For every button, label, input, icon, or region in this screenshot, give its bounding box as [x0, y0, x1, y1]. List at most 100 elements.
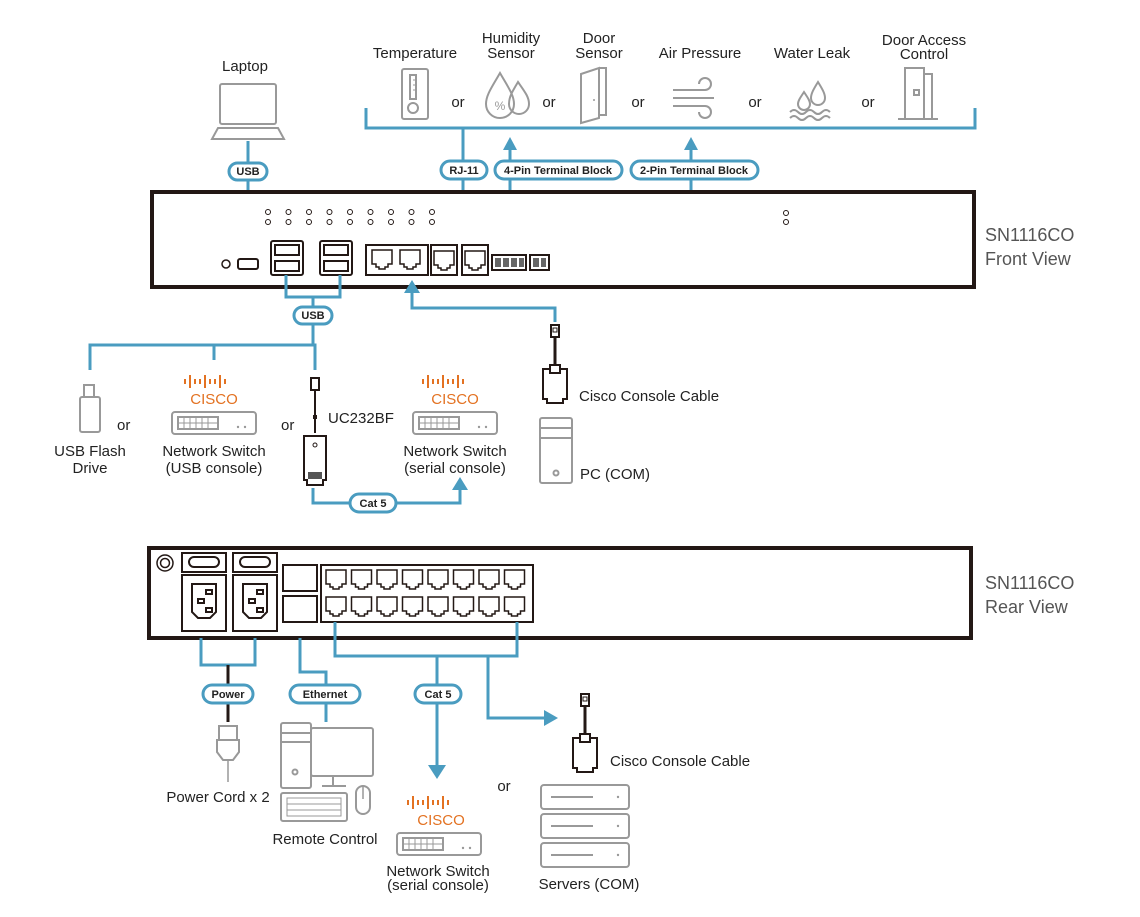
led-indicator — [306, 219, 312, 225]
pill-4pin: 4-Pin Terminal Block — [493, 159, 624, 181]
svg-text:Cat 5: Cat 5 — [425, 689, 452, 701]
label-humidity-line1: Humidity — [482, 30, 541, 47]
pill-rj11: RJ-11 — [439, 159, 489, 181]
label-uc232bf: UC232BF — [328, 410, 394, 427]
label-switch-serial-rear-line1: Network Switch — [386, 863, 489, 880]
cisco-logo-text-3: CISCO — [417, 812, 465, 829]
label-switch-serial-front-line2: (serial console) — [404, 460, 506, 477]
or-1: or — [451, 94, 464, 111]
power-inlet-1 — [181, 574, 227, 632]
cisco-logo-bars-2 — [422, 375, 464, 388]
label-servers: Servers (COM) — [539, 876, 640, 893]
led-indicator — [429, 209, 435, 215]
svg-text:Cat 5: Cat 5 — [360, 498, 387, 510]
label-switch-usb-line2: (USB console) — [166, 460, 263, 477]
laptop-icon — [210, 83, 286, 140]
led-grid — [265, 209, 435, 225]
terminal-2pin — [529, 254, 550, 271]
svg-text:RJ-11: RJ-11 — [449, 165, 478, 177]
led-indicator — [367, 209, 374, 215]
label-usb-flash-line1: USB Flash — [54, 443, 126, 460]
label-switch-serial-rear-line2: (serial console) — [387, 877, 489, 894]
rear-cat5-link — [333, 622, 558, 779]
console-cable-icon-rear — [571, 692, 599, 774]
pill-power: Power — [201, 683, 255, 705]
cisco-logo-bars-3 — [407, 796, 449, 809]
network-switch-icon-serial-rear — [396, 832, 482, 856]
label-console-cable-front: Cisco Console Cable — [579, 388, 719, 405]
network-switch-icon-usb — [171, 411, 257, 435]
svg-text:4-Pin Terminal Block: 4-Pin Terminal Block — [504, 165, 613, 177]
console-cable-icon-front — [541, 323, 569, 405]
label-door-line1: Door — [583, 30, 616, 47]
cisco-logo-text-2: CISCO — [431, 391, 479, 408]
cisco-logo-bars-1 — [184, 375, 226, 388]
network-switch-icon-serial-front — [412, 411, 498, 435]
rear-model: SN1116CO — [985, 573, 1074, 593]
led-indicator — [326, 219, 333, 225]
label-pc-com: PC (COM) — [580, 466, 650, 483]
rj11-ports — [430, 244, 489, 276]
svg-text:Ethernet: Ethernet — [303, 689, 348, 701]
pill-cat5-rear: Cat 5 — [413, 683, 463, 705]
svg-text:2-Pin Terminal Block: 2-Pin Terminal Block — [640, 165, 749, 177]
label-console-cable-rear: Cisco Console Cable — [610, 753, 750, 770]
rear-power-link — [199, 638, 257, 722]
label-door-line2: Sensor — [575, 45, 623, 62]
or-front-1: or — [117, 417, 130, 434]
power-switch-1 — [181, 552, 227, 573]
led-indicator — [265, 219, 271, 225]
label-remote-control: Remote Control — [272, 831, 377, 848]
led-indicator — [367, 219, 374, 225]
pc-tower-icon — [539, 417, 573, 484]
lan-port-1 — [282, 564, 318, 592]
pill-usb-front: USB — [292, 305, 334, 326]
thermometer-icon — [401, 68, 429, 120]
front-model: SN1116CO — [985, 225, 1074, 245]
cisco-logo-text-1: CISCO — [190, 391, 238, 408]
label-switch-serial-front-line1: Network Switch — [403, 443, 506, 460]
hdmi-port — [237, 258, 259, 270]
label-water-leak: Water Leak — [774, 45, 851, 62]
pill-cat5-front: Cat 5 — [348, 492, 398, 514]
label-temperature: Temperature — [373, 45, 457, 62]
door-access-icon — [898, 67, 938, 120]
front-panel — [150, 190, 976, 289]
pill-2pin: 2-Pin Terminal Block — [629, 159, 760, 181]
svg-text:Power: Power — [211, 689, 245, 701]
reset-button — [221, 259, 231, 269]
serial-port-block — [320, 564, 534, 623]
sensor-bus — [364, 108, 977, 130]
or-2: or — [542, 94, 555, 111]
label-power-cord: Power Cord x 2 — [166, 789, 269, 806]
led-indicator — [388, 219, 394, 225]
led-indicator — [306, 209, 312, 215]
desktop-computer-icon — [280, 722, 374, 822]
led-indicator — [285, 209, 292, 215]
led-indicator — [388, 209, 394, 215]
led-indicator — [429, 219, 435, 225]
pill-usb-laptop: USB — [227, 161, 269, 182]
wind-icon — [673, 77, 714, 119]
or-rear: or — [497, 778, 510, 795]
or-5: or — [861, 94, 874, 111]
led-indicator — [408, 219, 415, 225]
front-console-link — [404, 280, 557, 322]
terminal-4pin — [491, 254, 527, 271]
or-4: or — [748, 94, 761, 111]
rear-view-label: Rear View — [985, 597, 1069, 617]
front-view-label: Front View — [985, 249, 1072, 269]
console-lan-ports — [365, 244, 429, 276]
pill-ethernet: Ethernet — [288, 683, 362, 705]
led-indicator — [285, 219, 292, 225]
usb-flash-drive-icon — [79, 384, 101, 433]
lan-port-2 — [282, 595, 318, 623]
led-indicator — [326, 209, 333, 215]
power-plug-icon — [216, 725, 240, 782]
or-3: or — [631, 94, 644, 111]
door-sensor-icon — [580, 66, 607, 125]
led-indicator — [347, 219, 353, 225]
rear-panel — [147, 546, 973, 640]
label-air-pressure: Air Pressure — [659, 45, 742, 62]
